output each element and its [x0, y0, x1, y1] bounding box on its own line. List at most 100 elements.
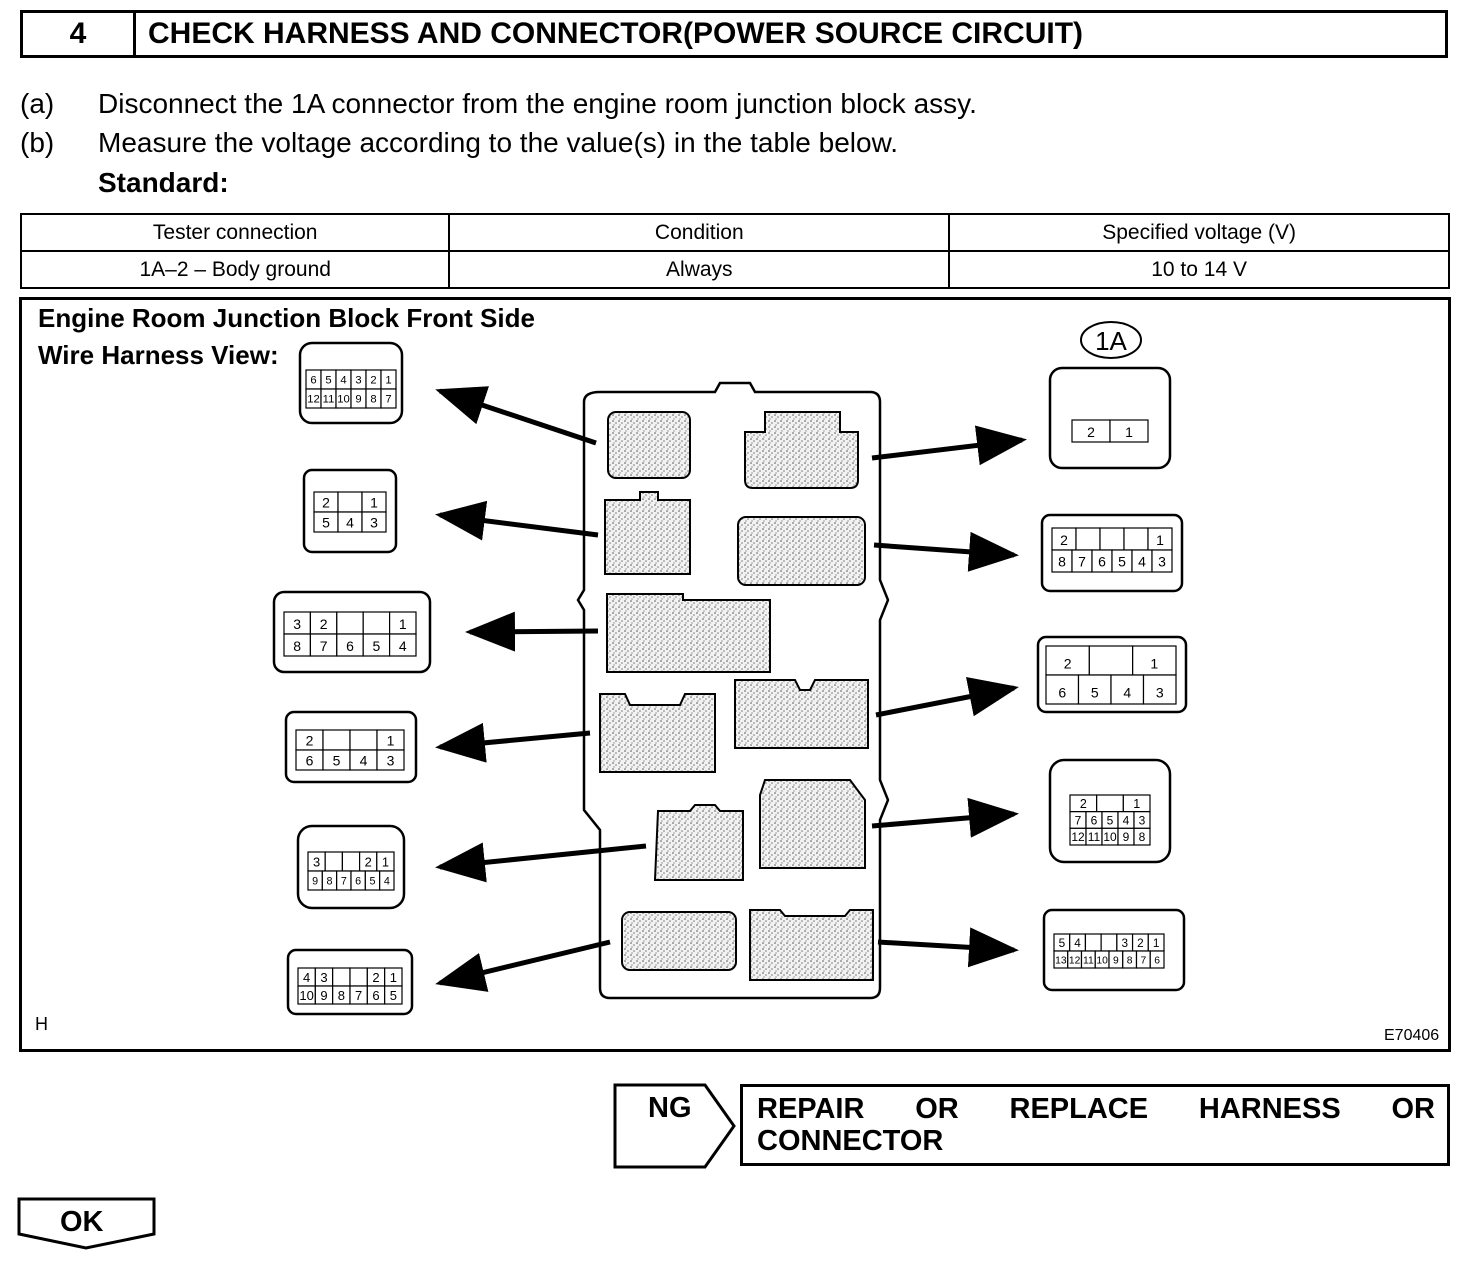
pin-number: 6 [1091, 813, 1098, 827]
pin-number: 1 [1153, 937, 1160, 950]
pin-number: 12 [307, 394, 320, 406]
table-row: 1A–2 – Body ground Always 10 to 14 V [19, 250, 1450, 289]
step-header: 4 CHECK HARNESS AND CONNECTOR(POWER SOUR… [20, 10, 1448, 58]
figure-subtitle: Wire Harness View: [38, 340, 279, 370]
step-title: CHECK HARNESS AND CONNECTOR(POWER SOURCE… [148, 17, 1084, 50]
pin-number: 10 [299, 988, 313, 1003]
pin-number: 5 [373, 638, 381, 654]
pin-number: 7 [1078, 554, 1086, 570]
pin-cell [1045, 674, 1080, 705]
pin-cell [349, 729, 378, 751]
pin-number: 4 [360, 753, 368, 769]
pin-number: 3 [387, 753, 395, 769]
pin-number: 1 [1125, 424, 1133, 440]
pin-cell [1077, 674, 1112, 705]
ng-action-box: REPAIR OR REPLACE HARNESS OR CONNECTOR [740, 1084, 1450, 1166]
pin-number: 2 [365, 854, 372, 869]
pin-cell [349, 967, 368, 987]
table-header: Specified voltage (V) [948, 213, 1450, 252]
pin-number: 9 [320, 988, 327, 1003]
pin-number: 8 [338, 988, 345, 1003]
pin-number: 11 [1088, 830, 1101, 844]
pin-number: 8 [1127, 955, 1133, 966]
pin-number: 12 [1069, 955, 1081, 966]
step-a-text: Disconnect the 1A connector from the eng… [98, 88, 977, 119]
step-b: (b) Measure the voltage according to the… [20, 127, 1320, 163]
pin-number: 5 [1118, 554, 1126, 570]
pin-number: 4 [384, 876, 390, 888]
pin-number: 1 [1150, 656, 1158, 672]
pin-number: 5 [1059, 937, 1066, 950]
ng-word: REPAIR [757, 1093, 865, 1125]
connector-1a-badge [1080, 321, 1142, 359]
table-cell: 10 to 14 V [948, 250, 1450, 289]
pin-number: 9 [1123, 830, 1130, 844]
pin-number: 2 [306, 733, 314, 749]
pin-number: 13 [1055, 955, 1067, 966]
block-cavities [599, 411, 874, 981]
pin-cell [1075, 527, 1101, 551]
pin-number: 5 [322, 515, 330, 531]
pin-number: 4 [1074, 937, 1081, 950]
pin-cell [361, 511, 387, 533]
pin-number: 1 [382, 854, 389, 869]
pin-number: 5 [390, 988, 397, 1003]
pin-number: 11 [1083, 955, 1094, 966]
pin-number: 9 [355, 394, 361, 406]
pin-cell [362, 611, 391, 635]
pin-number: 3 [355, 375, 361, 387]
pin-number: 5 [1091, 685, 1099, 701]
pin-number: 2 [320, 616, 328, 632]
pin-number: 3 [1156, 685, 1164, 701]
pin-number: 11 [323, 394, 335, 406]
pin-number: 6 [1154, 955, 1160, 966]
pin-number: 2 [1137, 937, 1144, 950]
pin-number: 10 [337, 394, 350, 406]
pin-number: 3 [313, 854, 320, 869]
pin-number: 3 [1158, 554, 1166, 570]
pin-cell [1123, 527, 1149, 551]
pin-number: 6 [1098, 554, 1106, 570]
pin-cell [341, 851, 361, 872]
pin-number: 4 [1123, 685, 1131, 701]
pin-number: 6 [306, 753, 314, 769]
pin-cell [336, 611, 364, 635]
step-a: (a) Disconnect the 1A connector from the… [20, 88, 1320, 124]
pin-number: 4 [1138, 554, 1146, 570]
ng-word: OR [1391, 1093, 1436, 1125]
pin-number: 3 [370, 515, 378, 531]
pin-number: 8 [327, 876, 333, 888]
figure-corner-mark: H [35, 1014, 48, 1034]
step-number: 4 [23, 13, 136, 55]
pin-number: 8 [370, 394, 376, 406]
pin-number: 2 [1087, 424, 1095, 440]
pin-cell [1099, 527, 1125, 551]
pin-number: 1 [399, 616, 407, 632]
pin-number: 4 [346, 515, 354, 531]
pin-cell [1110, 674, 1145, 705]
table-header-row: Tester connection Condition Specified vo… [19, 213, 1450, 252]
pin-number: 5 [370, 876, 376, 888]
ng-word: REPLACE [1009, 1093, 1149, 1125]
pin-number: 6 [1058, 685, 1066, 701]
ok-label: OK [60, 1206, 104, 1238]
ng-label: NG [648, 1092, 692, 1124]
ng-word: HARNESS [1198, 1093, 1341, 1125]
pin-number: 3 [293, 616, 301, 632]
pin-cell [379, 870, 395, 891]
pin-cell [1100, 933, 1118, 952]
pin-cell [324, 851, 344, 872]
pin-number: 7 [320, 638, 328, 654]
pin-cell [1133, 827, 1151, 846]
pin-cell [1142, 674, 1177, 705]
pin-number: 6 [372, 988, 379, 1003]
pin-number: 5 [333, 753, 341, 769]
pin-number: 1 [370, 495, 378, 511]
pin-number: 3 [1121, 937, 1128, 950]
pin-number: 6 [355, 876, 361, 888]
pin-cell [376, 749, 405, 771]
pin-number: 7 [355, 988, 362, 1003]
pin-number: 7 [1075, 813, 1082, 827]
